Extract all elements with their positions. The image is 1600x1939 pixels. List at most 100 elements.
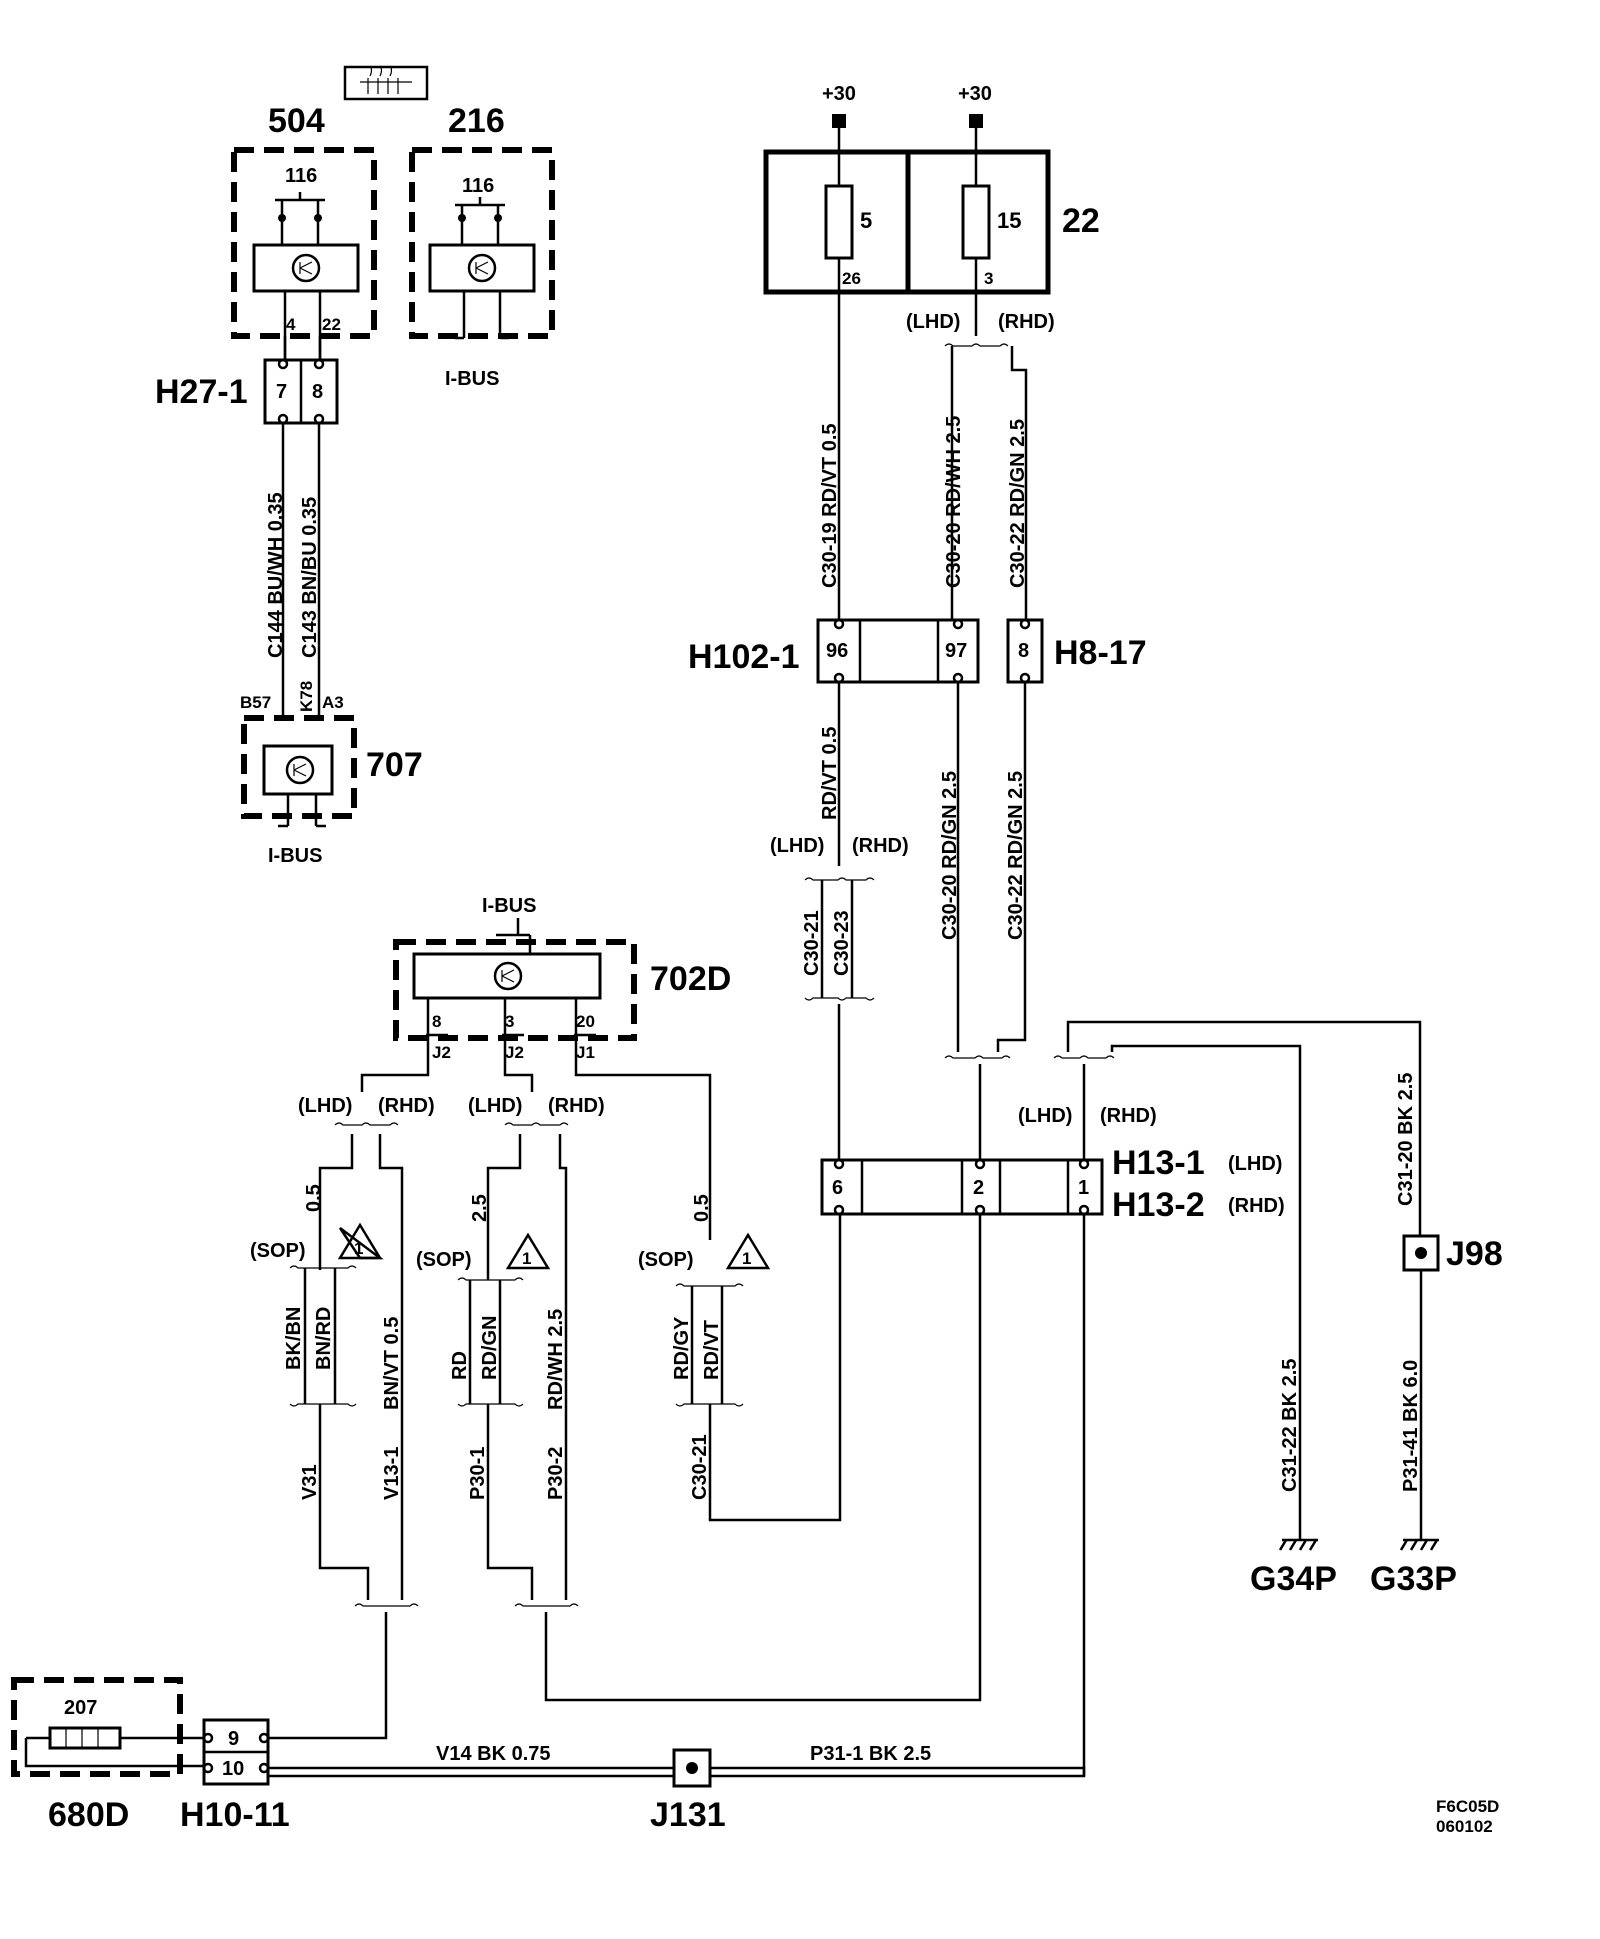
pin-707-b57: B57 — [240, 693, 271, 712]
sop-b1: (SOP) — [250, 1240, 306, 1262]
label-h13-1: H13-1 — [1112, 1144, 1205, 1182]
pin-707-a3: A3 — [322, 693, 344, 712]
size-b1: 0.5 — [303, 1184, 325, 1212]
wire-bnvt: BN/VT 0.5 — [381, 1317, 403, 1410]
wire-c143: C143 BN/BU 0.35 — [299, 497, 321, 658]
connector-h27-1: H27-1 7 8 — [155, 358, 339, 425]
lhd-fuse: (LHD) — [906, 311, 960, 333]
label-680d: 680D — [48, 1796, 129, 1834]
pin-504-22: 22 — [322, 315, 341, 334]
rhd-b1: (RHD) — [378, 1095, 435, 1117]
connector-h8-17: 8 H8-17 — [1006, 618, 1147, 684]
rear-defroster-icon — [343, 65, 429, 101]
pin-504-116: 116 — [285, 165, 317, 187]
h13-pin-2: 2 — [973, 1177, 984, 1199]
wire-p3141: P31-41 BK 6.0 — [1400, 1360, 1422, 1492]
wire-c3120: C31-20 BK 2.5 — [1395, 1073, 1417, 1206]
fuse-15: 15 — [997, 208, 1021, 233]
size-b3: 0.5 — [691, 1194, 713, 1222]
wire-c3022a: C30-22 RD/GN 2.5 — [1007, 419, 1029, 588]
component-707: B57 K78 A3 I-BUS 707 — [240, 681, 423, 867]
wire-p311: P31-1 BK 2.5 — [810, 1743, 931, 1765]
lhd-h13: (LHD) — [1018, 1105, 1072, 1127]
component-680d: 207 680D — [11, 1677, 204, 1834]
wire-c3019: C30-19 RD/VT 0.5 — [819, 423, 841, 588]
sop-b2: (SOP) — [416, 1249, 472, 1271]
label-h8-17: H8-17 — [1054, 634, 1147, 672]
label-216: 216 — [448, 102, 505, 140]
wire-v131: V13-1 — [381, 1447, 403, 1500]
rhd-h102: (RHD) — [852, 835, 909, 857]
pin-702d-20: 20 — [576, 1012, 595, 1031]
ground-g34p: G34P — [1250, 1538, 1337, 1598]
label-22: 22 — [1062, 202, 1100, 240]
pin-707-k78: K78 — [297, 681, 316, 712]
pin-216-116: 116 — [462, 175, 494, 197]
label-707: 707 — [366, 746, 423, 784]
wire-v31: V31 — [299, 1464, 321, 1500]
wire-rd: RD — [449, 1351, 471, 1380]
fusebox-22: +30 +30 5 15 26 3 22 — [763, 83, 1100, 295]
out-3: 3 — [984, 269, 993, 288]
rhd-h13: (RHD) — [1100, 1105, 1157, 1127]
h102-pin-96: 96 — [826, 640, 848, 662]
pin-702d-3: 3 — [505, 1012, 514, 1031]
footer-code: F6C05D — [1436, 1797, 1499, 1816]
wire-p302: P30-2 — [545, 1447, 567, 1500]
wire-v14: V14 BK 0.75 — [436, 1743, 551, 1765]
fuse-5: 5 — [860, 208, 872, 233]
component-504: 504 116 4 22 — [231, 102, 377, 360]
rhd-fuse: (RHD) — [998, 311, 1055, 333]
label-j98: J98 — [1446, 1235, 1503, 1273]
wire-rdgn: RD/GN — [479, 1316, 501, 1380]
wire-rdvt05: RD/VT 0.5 — [819, 727, 841, 820]
label-j131: J131 — [650, 1796, 726, 1834]
wire-rdwh: RD/WH 2.5 — [545, 1309, 567, 1410]
socket-702d-j1: J1 — [576, 1043, 595, 1062]
ibus-707: I-BUS — [268, 845, 322, 867]
branch-p30: (LHD) (RHD) 2.5 (SOP) 1 RD RD/GN RD/WH 2… — [416, 1095, 982, 1702]
supply-1: +30 — [822, 83, 856, 105]
wire-rdvt: RD/VT — [701, 1320, 723, 1380]
wire-c3023: C30-23 — [831, 910, 853, 976]
branch-c3021: 0.5 (SOP) 1 RD/GY RD/VT C30-21 — [638, 1194, 842, 1522]
lhd-h102: (LHD) — [770, 835, 824, 857]
socket-702d-j2a: J2 — [432, 1043, 451, 1062]
label-g34p: G34P — [1250, 1560, 1337, 1598]
wire-p301: P30-1 — [467, 1447, 489, 1500]
note-b1: 1 — [354, 1239, 363, 1258]
rhd-b2: (RHD) — [548, 1095, 605, 1117]
splice-j131: J131 — [650, 1748, 726, 1834]
label-h27-1: H27-1 — [155, 373, 248, 411]
note-b2: 1 — [522, 1249, 531, 1268]
component-702d: I-BUS 702D 8 3 20 J2 J2 J1 — [393, 895, 731, 1062]
label-h13-2: H13-2 — [1112, 1186, 1205, 1224]
h27-pin-7: 7 — [276, 381, 287, 403]
ground-g33p: G33P — [1370, 1538, 1457, 1598]
wire-c3021: C30-21 — [801, 910, 823, 976]
lhd-b2: (LHD) — [468, 1095, 522, 1117]
component-216: 216 116 I-BUS — [409, 102, 555, 390]
label-h102-1: H102-1 — [688, 638, 800, 676]
h102-pin-97: 97 — [945, 640, 967, 662]
wire-c3020b: C30-20 RD/GN 2.5 — [939, 771, 961, 940]
supply-2: +30 — [958, 83, 992, 105]
ibus-216: I-BUS — [445, 368, 499, 390]
connector-h13: 6 2 1 H13-1 (LHD) H13-2 (RHD) — [820, 1144, 1285, 1224]
wire-c3020a: C30-20 RD/WH 2.5 — [943, 416, 965, 588]
wire-c3021b: C30-21 — [689, 1434, 711, 1500]
wire-c3122: C31-22 BK 2.5 — [1279, 1359, 1301, 1492]
h13-pin-1: 1 — [1078, 1177, 1089, 1199]
lhd-b1: (LHD) — [298, 1095, 352, 1117]
tag-h13-2: (RHD) — [1228, 1195, 1285, 1217]
out-26: 26 — [842, 269, 861, 288]
footer-date: 060102 — [1436, 1817, 1493, 1836]
h8-pin-8: 8 — [1018, 640, 1029, 662]
branch-v31: (LHD) (RHD) 0.5 (SOP) 1 BK/BN BN/RD BN/V… — [250, 1095, 435, 1740]
label-g33p: G33P — [1370, 1560, 1457, 1598]
h27-pin-8: 8 — [312, 381, 323, 403]
pin-702d-8: 8 — [432, 1012, 441, 1031]
tag-h13-1: (LHD) — [1228, 1153, 1282, 1175]
